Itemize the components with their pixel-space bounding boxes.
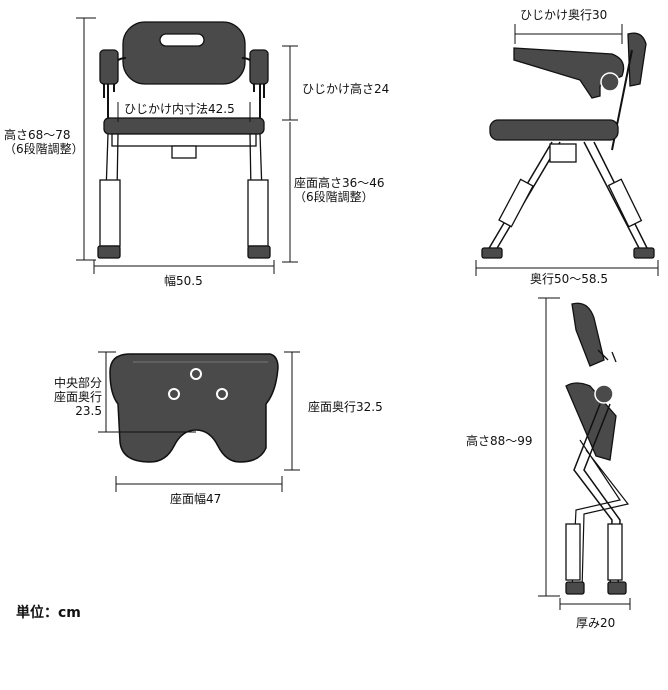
front-armrest-left: [99, 49, 119, 85]
front-dimensions: [76, 17, 298, 274]
width-label: 幅50.5: [164, 274, 203, 288]
center-depth-line1: 中央部分: [53, 376, 102, 390]
center-depth-line2: 座面奥行: [53, 390, 102, 404]
side-front-leg: [498, 178, 534, 228]
front-leg-left: [99, 179, 121, 247]
front-armrest-right: [249, 49, 269, 85]
seat-hole-left: [168, 388, 180, 400]
thickness-label: 厚み20: [576, 616, 616, 630]
front-backrest-handle: [159, 33, 205, 47]
seat-height-label: 座面高さ36〜46 （6段階調整）: [294, 176, 385, 204]
seat-height-note: （6段階調整）: [294, 190, 374, 204]
seat-height-value: 座面高さ36〜46: [294, 176, 385, 190]
unit-label: 単位：cm: [16, 605, 81, 621]
side-seat: [489, 119, 619, 141]
front-backrest: [122, 21, 246, 85]
center-depth-value: 23.5: [75, 404, 102, 418]
side-backrest: [627, 32, 647, 87]
seat-hole-right: [216, 388, 228, 400]
folded-view-chair: [565, 302, 630, 595]
front-height-value: 高さ68〜78: [4, 128, 71, 142]
folded-backrest: [571, 302, 605, 367]
side-back-leg: [607, 178, 643, 228]
front-view-chair: [97, 21, 271, 259]
seat-top-view: [109, 353, 279, 463]
folded-height-label: 高さ88〜99: [466, 434, 533, 448]
seat-depth-label: 座面奥行32.5: [308, 400, 383, 414]
front-leg-right: [247, 179, 269, 247]
seat-hole-top: [190, 368, 202, 380]
folded-leg-back: [607, 523, 623, 581]
seat-top-shape: [109, 353, 279, 463]
front-height-note: （6段階調整）: [4, 142, 84, 156]
seat-width-label: 座面幅47: [170, 492, 222, 506]
side-armrest: [513, 47, 625, 99]
front-height-label: 高さ68〜78 （6段階調整）: [4, 128, 84, 156]
front-foot-left: [97, 245, 121, 259]
seat-dimensions: [98, 351, 300, 492]
side-dimensions: [475, 24, 659, 276]
front-foot-right: [247, 245, 271, 259]
depth-label: 奥行50〜58.5: [530, 272, 608, 286]
armrest-height-label: ひじかけ高さ24: [302, 82, 390, 96]
folded-leg-front: [565, 523, 581, 581]
armrest-inner-label: ひじかけ内寸法42.5: [122, 102, 237, 116]
side-view-chair: [481, 32, 655, 259]
armrest-depth-label: ひじかけ奥行30: [520, 8, 608, 22]
front-seat: [103, 117, 265, 135]
folded-dimensions: [538, 297, 631, 610]
center-depth-label: 中央部分 座面奥行 23.5: [40, 376, 102, 418]
